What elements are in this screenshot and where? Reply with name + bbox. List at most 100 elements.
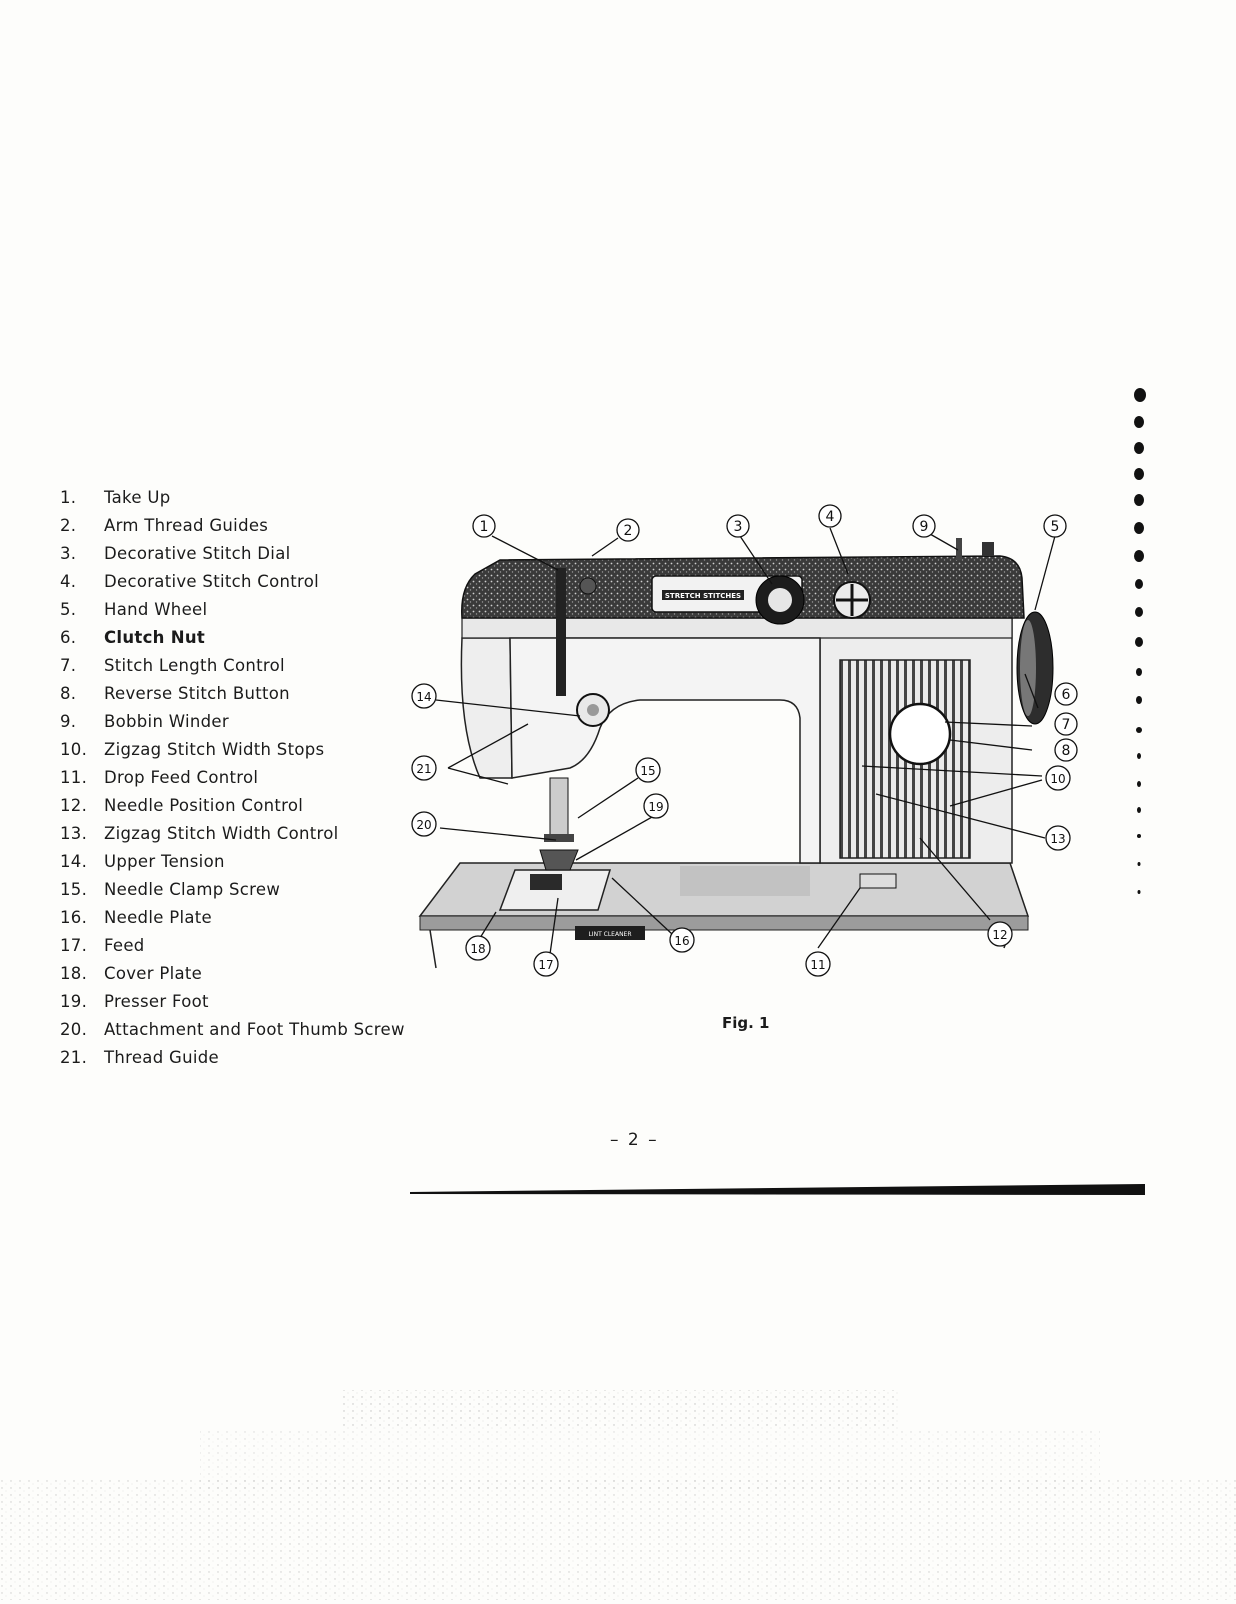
- callout-label: 12: [992, 928, 1007, 942]
- callout-16: 16: [669, 927, 695, 953]
- callout-label: 9: [920, 519, 929, 535]
- part-number: 14.: [60, 852, 88, 871]
- callout-label: 16: [674, 934, 689, 948]
- part-label: Hand Wheel: [104, 600, 208, 619]
- part-label: Take Up: [104, 488, 171, 507]
- part-number: 6.: [60, 628, 77, 647]
- callout-label: 5: [1051, 519, 1060, 535]
- callout-12: 12: [987, 921, 1013, 947]
- part-number: 15.: [60, 880, 88, 899]
- part-number: 9.: [60, 712, 77, 731]
- list-item: 5. Hand Wheel: [60, 600, 440, 628]
- list-item: 2.Arm Thread Guides: [60, 516, 440, 544]
- callout-19: 19: [643, 793, 669, 819]
- list-item: 19. Presser Foot: [60, 992, 440, 1020]
- part-label: Zigzag Stitch Width Control: [104, 824, 339, 843]
- list-item: 9.Bobbin Winder: [60, 712, 440, 740]
- callout-label: 3: [734, 519, 743, 535]
- scan-noise: [0, 1360, 1236, 1600]
- callout-label: 8: [1062, 743, 1071, 759]
- list-item: 17. Feed: [60, 936, 440, 964]
- part-label: Decorative Stitch Control: [104, 572, 320, 591]
- callout-9: 9: [912, 514, 936, 538]
- list-item: 14. Upper Tension: [60, 852, 440, 880]
- callout-label: 7: [1062, 717, 1071, 733]
- list-item: 16. Needle Plate: [60, 908, 440, 936]
- part-number: 8.: [60, 684, 77, 703]
- callout-21: 21: [411, 755, 437, 781]
- part-number: 11.: [60, 768, 88, 787]
- callout-14: 14: [411, 683, 437, 709]
- part-label: Presser Foot: [104, 992, 209, 1011]
- part-label: Feed: [104, 936, 145, 955]
- part-number: 4.: [60, 572, 77, 591]
- part-label: Needle Plate: [104, 908, 212, 927]
- part-label: Cover Plate: [104, 964, 203, 983]
- callout-17: 17: [533, 951, 559, 977]
- list-item: 12. Needle Position Control: [60, 796, 440, 824]
- stretch-stitches-label: STRETCH STITCHES: [665, 592, 741, 600]
- callout-1: 1: [472, 514, 496, 538]
- callout-15: 15: [635, 757, 661, 783]
- list-item: 18. Cover Plate: [60, 964, 440, 992]
- part-number: 7.: [60, 656, 77, 675]
- page-number: – 2 –: [610, 1130, 659, 1150]
- callout-label: 21: [416, 762, 431, 776]
- part-number: 17.: [60, 936, 88, 955]
- part-label: Drop Feed Control: [104, 768, 259, 787]
- callout-5: 5: [1043, 514, 1067, 538]
- part-number: 10.: [60, 740, 88, 759]
- part-number: 16.: [60, 908, 88, 927]
- callout-label: 2: [624, 523, 633, 539]
- callout-label: 17: [538, 958, 553, 972]
- part-number: 5.: [60, 600, 77, 619]
- part-number: 20.: [60, 1020, 88, 1039]
- callout-label: 10: [1050, 772, 1065, 786]
- callout-20: 20: [411, 811, 437, 837]
- part-number: 1.: [60, 488, 77, 507]
- list-item: 21. Thread Guide: [60, 1048, 440, 1076]
- callout-3: 3: [726, 514, 750, 538]
- part-label: Upper Tension: [104, 852, 225, 871]
- callout-label: 19: [648, 800, 663, 814]
- part-label: Decorative Stitch Dial: [104, 544, 291, 563]
- callout-label: 13: [1050, 832, 1065, 846]
- part-label: Arm Thread Guides: [104, 516, 269, 535]
- binding-marks: [1125, 380, 1165, 910]
- part-number: 3.: [60, 544, 77, 563]
- list-item: 10.Zigzag Stitch Width Stops: [60, 740, 440, 768]
- callout-label: 4: [826, 509, 835, 525]
- list-item: 13. Zigzag Stitch Width Control: [60, 824, 440, 852]
- callout-11: 11: [805, 951, 831, 977]
- part-number: 18.: [60, 964, 88, 983]
- callout-6: 6: [1054, 682, 1078, 706]
- list-item: 1. Take Up: [60, 488, 440, 516]
- list-item: 4. Decorative Stitch Control: [60, 572, 440, 600]
- callout-7: 7: [1054, 712, 1078, 736]
- callout-label: 18: [470, 942, 485, 956]
- part-label: Stitch Length Control: [104, 656, 285, 675]
- callout-label: 15: [640, 764, 655, 778]
- part-label: Attachment and Foot Thumb Screw: [104, 1020, 405, 1039]
- callout-18: 18: [465, 935, 491, 961]
- list-item: 6. Clutch Nut: [60, 628, 440, 656]
- part-number: 19.: [60, 992, 88, 1011]
- callout-2: 2: [616, 518, 640, 542]
- part-number: 12.: [60, 796, 88, 815]
- part-label: Thread Guide: [104, 1048, 219, 1067]
- callout-label: 11: [810, 958, 825, 972]
- lint-cleaner-plate-text: LINT CLEANER: [588, 931, 631, 938]
- callout-8: 8: [1054, 738, 1078, 762]
- list-item: 3. Decorative Stitch Dial: [60, 544, 440, 572]
- part-label: Needle Position Control: [104, 796, 304, 815]
- part-number: 13.: [60, 824, 88, 843]
- callout-10: 10: [1045, 765, 1071, 791]
- list-item: 8.Reverse Stitch Button: [60, 684, 440, 712]
- part-label: Clutch Nut: [104, 628, 206, 647]
- sewing-machine-figure: LINT CLEANER STRETCH STITCHES: [400, 478, 1120, 998]
- callout-4: 4: [818, 504, 842, 528]
- callout-label: 20: [416, 818, 431, 832]
- list-item: 11. Drop Feed Control: [60, 768, 440, 796]
- callout-label: 14: [416, 690, 431, 704]
- part-number: 21.: [60, 1048, 88, 1067]
